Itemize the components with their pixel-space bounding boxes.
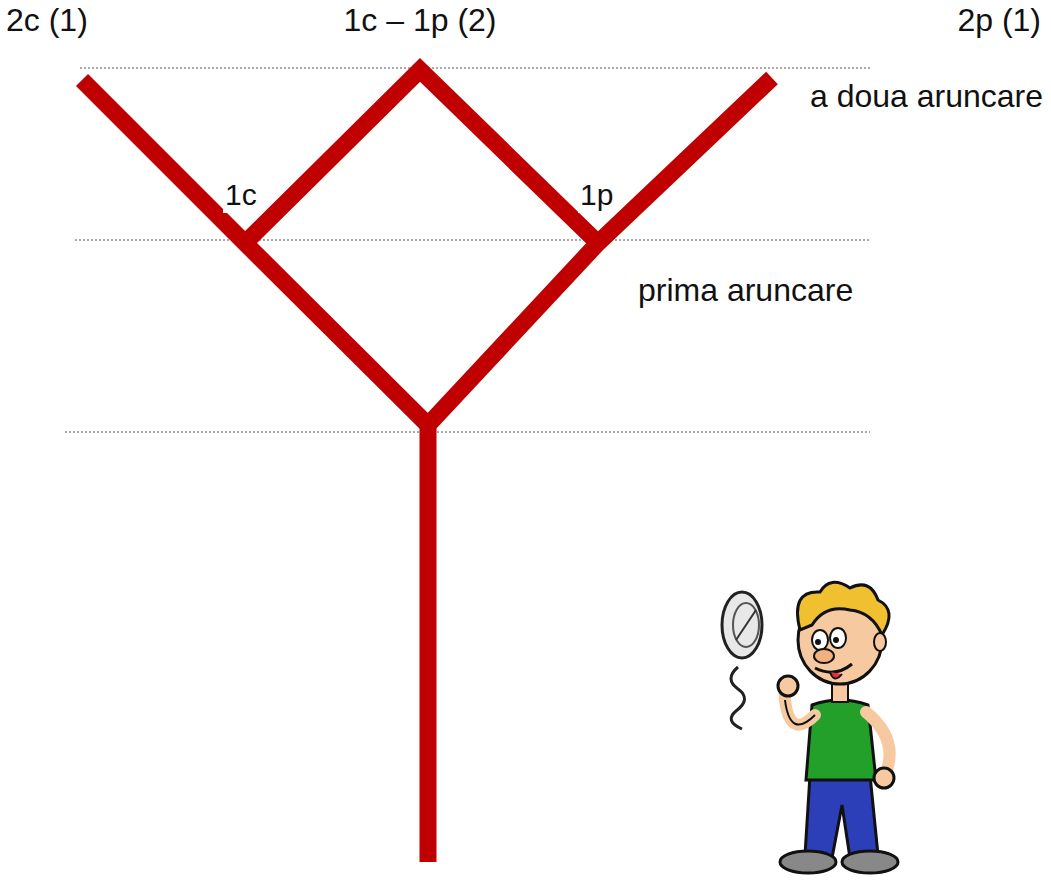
outcome-label: 2c (1) [4,2,90,39]
branch-label: 1p [578,178,615,213]
tree-stem [420,425,437,862]
level-line [75,240,870,241]
coin-boy [722,582,898,873]
outcome-label: 1c – 1p (2) [342,2,499,39]
level-line [80,68,870,69]
branch-label: 1c [223,178,259,213]
tree-branch [82,78,772,425]
level-line [65,432,870,433]
level-label: a doua aruncare [808,78,1045,115]
outcome-label: 2p (1) [955,2,1043,39]
tree-branch [245,70,598,243]
level-label: prima aruncare [636,272,855,309]
